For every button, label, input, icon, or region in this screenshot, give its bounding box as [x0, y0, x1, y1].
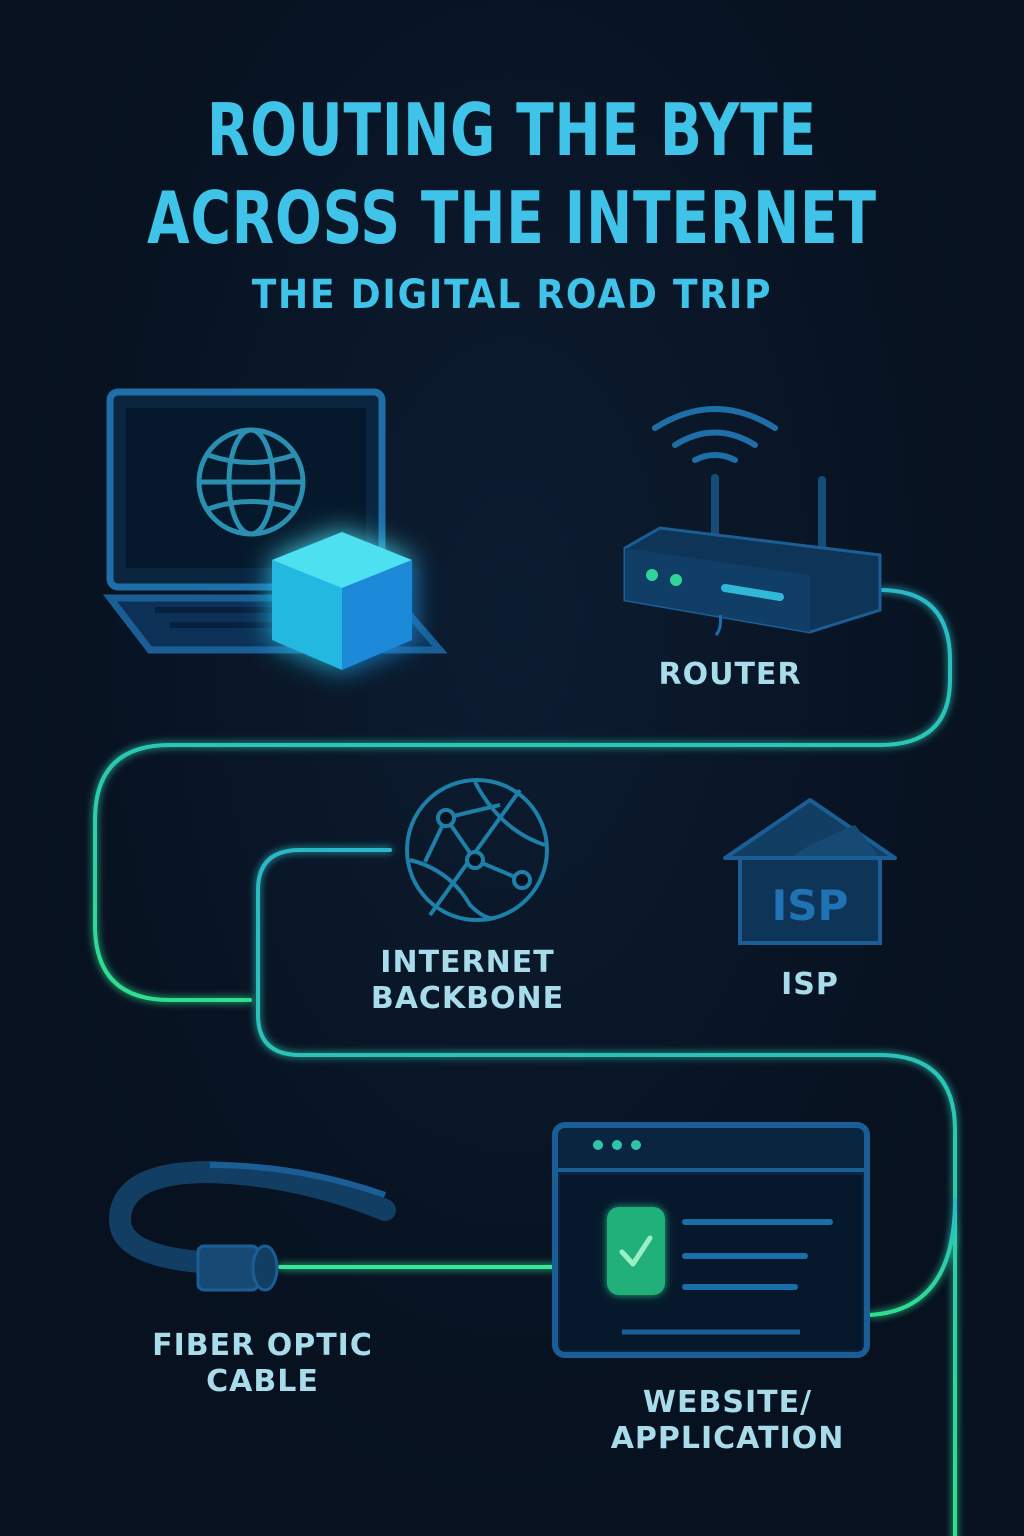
page-title-line-2: ACROSS THE INTERNET [147, 176, 877, 260]
route-path [93, 588, 957, 1536]
page-title-line-1: ROUTING THE BYTE [206, 88, 818, 172]
backbone-label-line-1: INTERNET [380, 945, 555, 980]
fiber-label-line-1: FIBER OPTIC [152, 1328, 373, 1363]
website-label: WEBSITE/ APPLICATION [590, 1385, 865, 1457]
browser-check-icon [552, 1122, 870, 1358]
fiber-label-line-2: CABLE [206, 1364, 319, 1399]
data-cube-icon [272, 532, 412, 670]
fiber-cable-icon [108, 1160, 396, 1292]
backbone-label-line-2: BACKBONE [370, 981, 565, 1016]
page-subtitle: THE DIGITAL ROAD TRIP [251, 272, 773, 318]
network-globe-icon [405, 778, 549, 922]
router-icon [623, 406, 882, 636]
website-label-line-2: APPLICATION [610, 1421, 845, 1456]
router-label: ROUTER [658, 657, 802, 692]
website-label-line-1: WEBSITE/ [642, 1385, 813, 1420]
backbone-label: INTERNET BACKBONE [350, 945, 585, 1017]
isp-building-icon: ISP [723, 798, 897, 945]
isp-icon-text: ISP [772, 881, 849, 930]
isp-label: ISP [781, 967, 839, 1002]
fiber-label: FIBER OPTIC CABLE [130, 1328, 395, 1400]
